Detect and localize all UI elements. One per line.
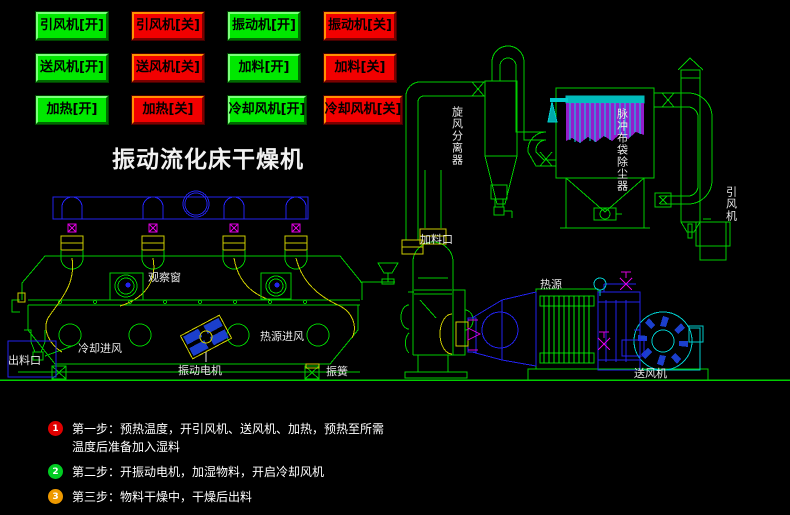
label-discharge-outlet: 出料口 <box>8 353 41 367</box>
sight-glass-window <box>109 272 292 301</box>
induced-draft-fan <box>654 92 731 261</box>
label-vibration-spring: 振簧 <box>326 364 348 378</box>
page-title: 振动流化床干燥机 <box>112 147 304 173</box>
control-button[interactable]: 加热[关] <box>132 96 204 124</box>
control-button[interactable]: 振动机[关] <box>324 12 396 40</box>
pulse-bag-filter <box>527 87 688 229</box>
cyclone-separator <box>405 45 546 240</box>
control-button-panel: 引风机[开] 引风机[关] 振动机[开] 振动机[关] 送风机[开] 送风机[关] 加料[开… <box>36 12 416 124</box>
blower-fan <box>633 311 704 371</box>
label-induced-fan: 引风机 <box>725 185 738 222</box>
riser-collar <box>419 228 447 245</box>
step-badge: 1 <box>48 421 63 436</box>
duct-flange <box>401 239 424 255</box>
riser-vessel <box>400 170 474 379</box>
fan-blades <box>638 316 688 366</box>
control-button[interactable]: 冷却风机[关] <box>324 96 402 124</box>
control-button[interactable]: 引风机[开] <box>36 12 108 40</box>
valves-and-gauge <box>593 271 633 351</box>
vibration-motor-icon <box>179 314 233 360</box>
tube-sheet <box>565 95 645 104</box>
pulse-jet-arm <box>547 98 568 123</box>
control-button[interactable]: 振动机[开] <box>228 12 300 40</box>
label-feed-inlet: 加料口 <box>420 232 453 246</box>
step-row: 1 第一步：预热温度，开引风机、送风机、加热，预热至所需 温度后准备加入湿料 <box>48 420 468 456</box>
blower-inlet-piping <box>597 283 645 371</box>
feed-hopper <box>360 262 399 285</box>
damper-valve-icons <box>67 223 301 233</box>
label-blower-fan: 送风机 <box>634 366 667 380</box>
heat-source-unit <box>527 288 709 381</box>
control-button[interactable]: 送风机[关] <box>132 54 204 82</box>
sight-glass-dot <box>274 282 280 288</box>
label-cyclone: 旋风分离器 <box>451 105 464 166</box>
hot-air-transition-duct <box>467 291 537 367</box>
label-heat-source: 热源 <box>540 277 562 291</box>
control-button[interactable]: 冷却风机[开] <box>228 96 306 124</box>
process-schematic: 加料口 观察窗 出料口 冷却进风 振动电机 热源进风 振簧 热源 送风机 旋风分… <box>0 45 790 381</box>
step-text: 第一步：预热温度，开引风机、送风机、加热，预热至所需 温度后准备加入湿料 <box>72 422 385 454</box>
label-sight-glass: 观察窗 <box>148 270 181 284</box>
label-cooling-air-inlet: 冷却进风 <box>78 342 122 355</box>
step-row: 3 第三步：物料干燥中，干燥后出料 <box>48 488 468 506</box>
label-vibration-motor: 振动电机 <box>178 363 222 377</box>
label-bag-filter: 脉冲布袋除尘器 <box>616 107 629 192</box>
bag-ribs <box>569 103 641 143</box>
control-button[interactable]: 加料[开] <box>228 54 300 82</box>
control-button[interactable]: 送风机[开] <box>36 54 108 82</box>
exhaust-manifold <box>52 190 309 220</box>
step-badge: 3 <box>48 489 63 504</box>
control-button[interactable]: 加热[开] <box>36 96 108 124</box>
step-text: 第三步：物料干燥中，干燥后出料 <box>72 490 253 504</box>
inlet-damper <box>439 313 482 355</box>
fluid-bed-dryer-body <box>11 255 363 380</box>
step-row: 2 第二步：开振动电机，加湿物料，开启冷却风机 <box>48 463 468 481</box>
internal-flow-lines <box>17 257 355 353</box>
label-heat-source-inlet: 热源进风 <box>260 329 304 343</box>
step-badge: 2 <box>48 464 63 479</box>
vibration-spring-marker <box>305 363 320 369</box>
control-button[interactable]: 加料[关] <box>324 54 396 82</box>
operation-steps-list: 1 第一步：预热温度，开引风机、送风机、加热，预热至所需 温度后准备加入湿料 2 第二… <box>48 420 468 513</box>
step-text: 第二步：开振动电机，加湿物料，开启冷却风机 <box>72 465 325 479</box>
control-button[interactable]: 引风机[关] <box>132 12 204 40</box>
exhaust-stack <box>677 57 704 233</box>
stack-collars <box>60 235 308 251</box>
hood-bottoms <box>60 250 308 270</box>
sight-glass-dot <box>125 282 131 288</box>
discharge-outlet-box <box>7 340 57 378</box>
